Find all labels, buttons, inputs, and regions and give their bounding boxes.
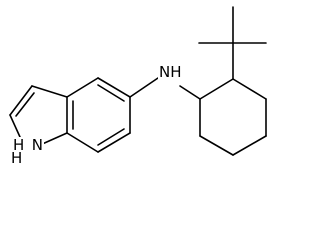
structure-drawing [9, 6, 267, 156]
bond-cy-6 [199, 78, 234, 100]
bond-py-4 [39, 132, 68, 146]
bond-bz-2b [97, 128, 125, 146]
bond-bz-3 [66, 132, 99, 153]
bond-bz-6 [97, 77, 131, 98]
indole-h-label: H [10, 149, 24, 167]
molecule-diagram: NH H N H [9, 6, 267, 167]
indole-nh-label: H N [12, 136, 44, 154]
amine-nh-label: NH [158, 63, 183, 81]
bond-py-3 [9, 114, 21, 138]
bond-nh-cy [179, 85, 201, 100]
bond-cy-3 [232, 135, 267, 156]
bond-py-2 [9, 85, 33, 116]
bond-bz-6b [97, 84, 125, 102]
bond-bz-2 [97, 132, 131, 153]
bond-cy-1 [232, 78, 267, 100]
bond-py-1 [31, 85, 68, 98]
bond-bz-5 [66, 77, 99, 98]
bond-nh-ar [129, 77, 159, 98]
bond-cy-4 [199, 135, 234, 156]
bond-py-2b [15, 92, 35, 117]
